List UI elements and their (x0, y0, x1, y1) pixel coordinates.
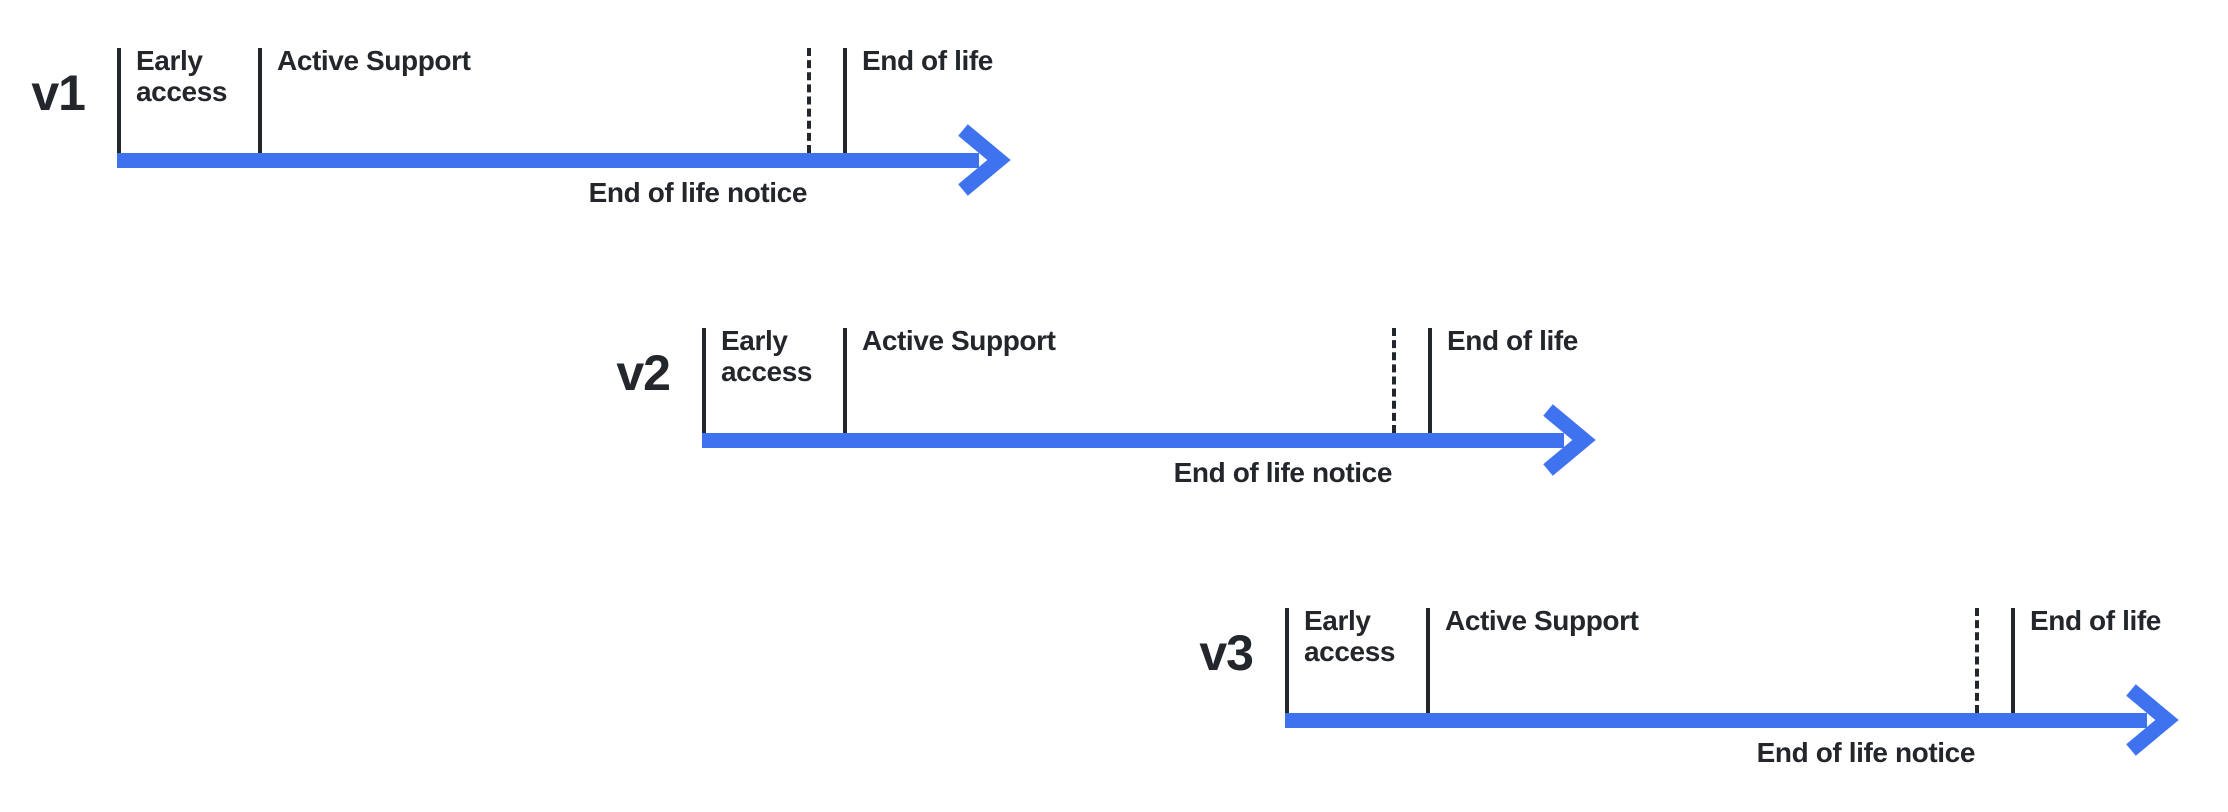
active-support-label: Active Support (862, 325, 1056, 356)
early-access-start-tick (702, 328, 706, 433)
end-of-life-notice-dashed-tick (1975, 608, 1979, 713)
early-access-start-tick (117, 48, 121, 153)
early-access-label: Early access (1304, 605, 1396, 667)
early-access-label: Early access (721, 325, 813, 387)
end-of-life-tick (843, 48, 847, 153)
early-access-start-tick (1285, 608, 1289, 713)
early-access-label: Early access (136, 45, 228, 107)
end-of-life-tick (1428, 328, 1432, 433)
active-support-label: Active Support (277, 45, 471, 76)
timeline-bar (702, 433, 1564, 448)
arrow-head-icon (1543, 404, 1596, 476)
end-of-life-notice-dashed-tick (1392, 328, 1396, 433)
timeline-v3: v3 Early access Active Support End of li… (1199, 605, 2228, 783)
arrow-head-icon (2126, 684, 2179, 756)
version-label: v3 (1199, 625, 1254, 681)
end-of-life-label: End of life (862, 45, 993, 76)
end-of-life-tick (2011, 608, 2015, 713)
active-support-label: Active Support (1445, 605, 1639, 636)
timeline-bar (1285, 713, 2147, 728)
arrow-head-icon (958, 124, 1011, 196)
timeline-v1: v1 Early access Active Support End of li… (31, 45, 1197, 223)
end-of-life-notice-label: End of life notice (588, 177, 808, 208)
active-support-start-tick (1426, 608, 1430, 713)
end-of-life-notice-dashed-tick (807, 48, 811, 153)
end-of-life-label: End of life (2030, 605, 2161, 636)
version-label: v2 (616, 345, 671, 401)
end-of-life-notice-label: End of life notice (1173, 457, 1393, 488)
end-of-life-label: End of life (1447, 325, 1578, 356)
active-support-start-tick (843, 328, 847, 433)
timeline-v2: v2 Early access Active Support End of li… (616, 325, 1782, 503)
active-support-start-tick (258, 48, 262, 153)
end-of-life-notice-label: End of life notice (1756, 737, 1976, 768)
timeline-bar (117, 153, 979, 168)
version-label: v1 (31, 65, 86, 121)
